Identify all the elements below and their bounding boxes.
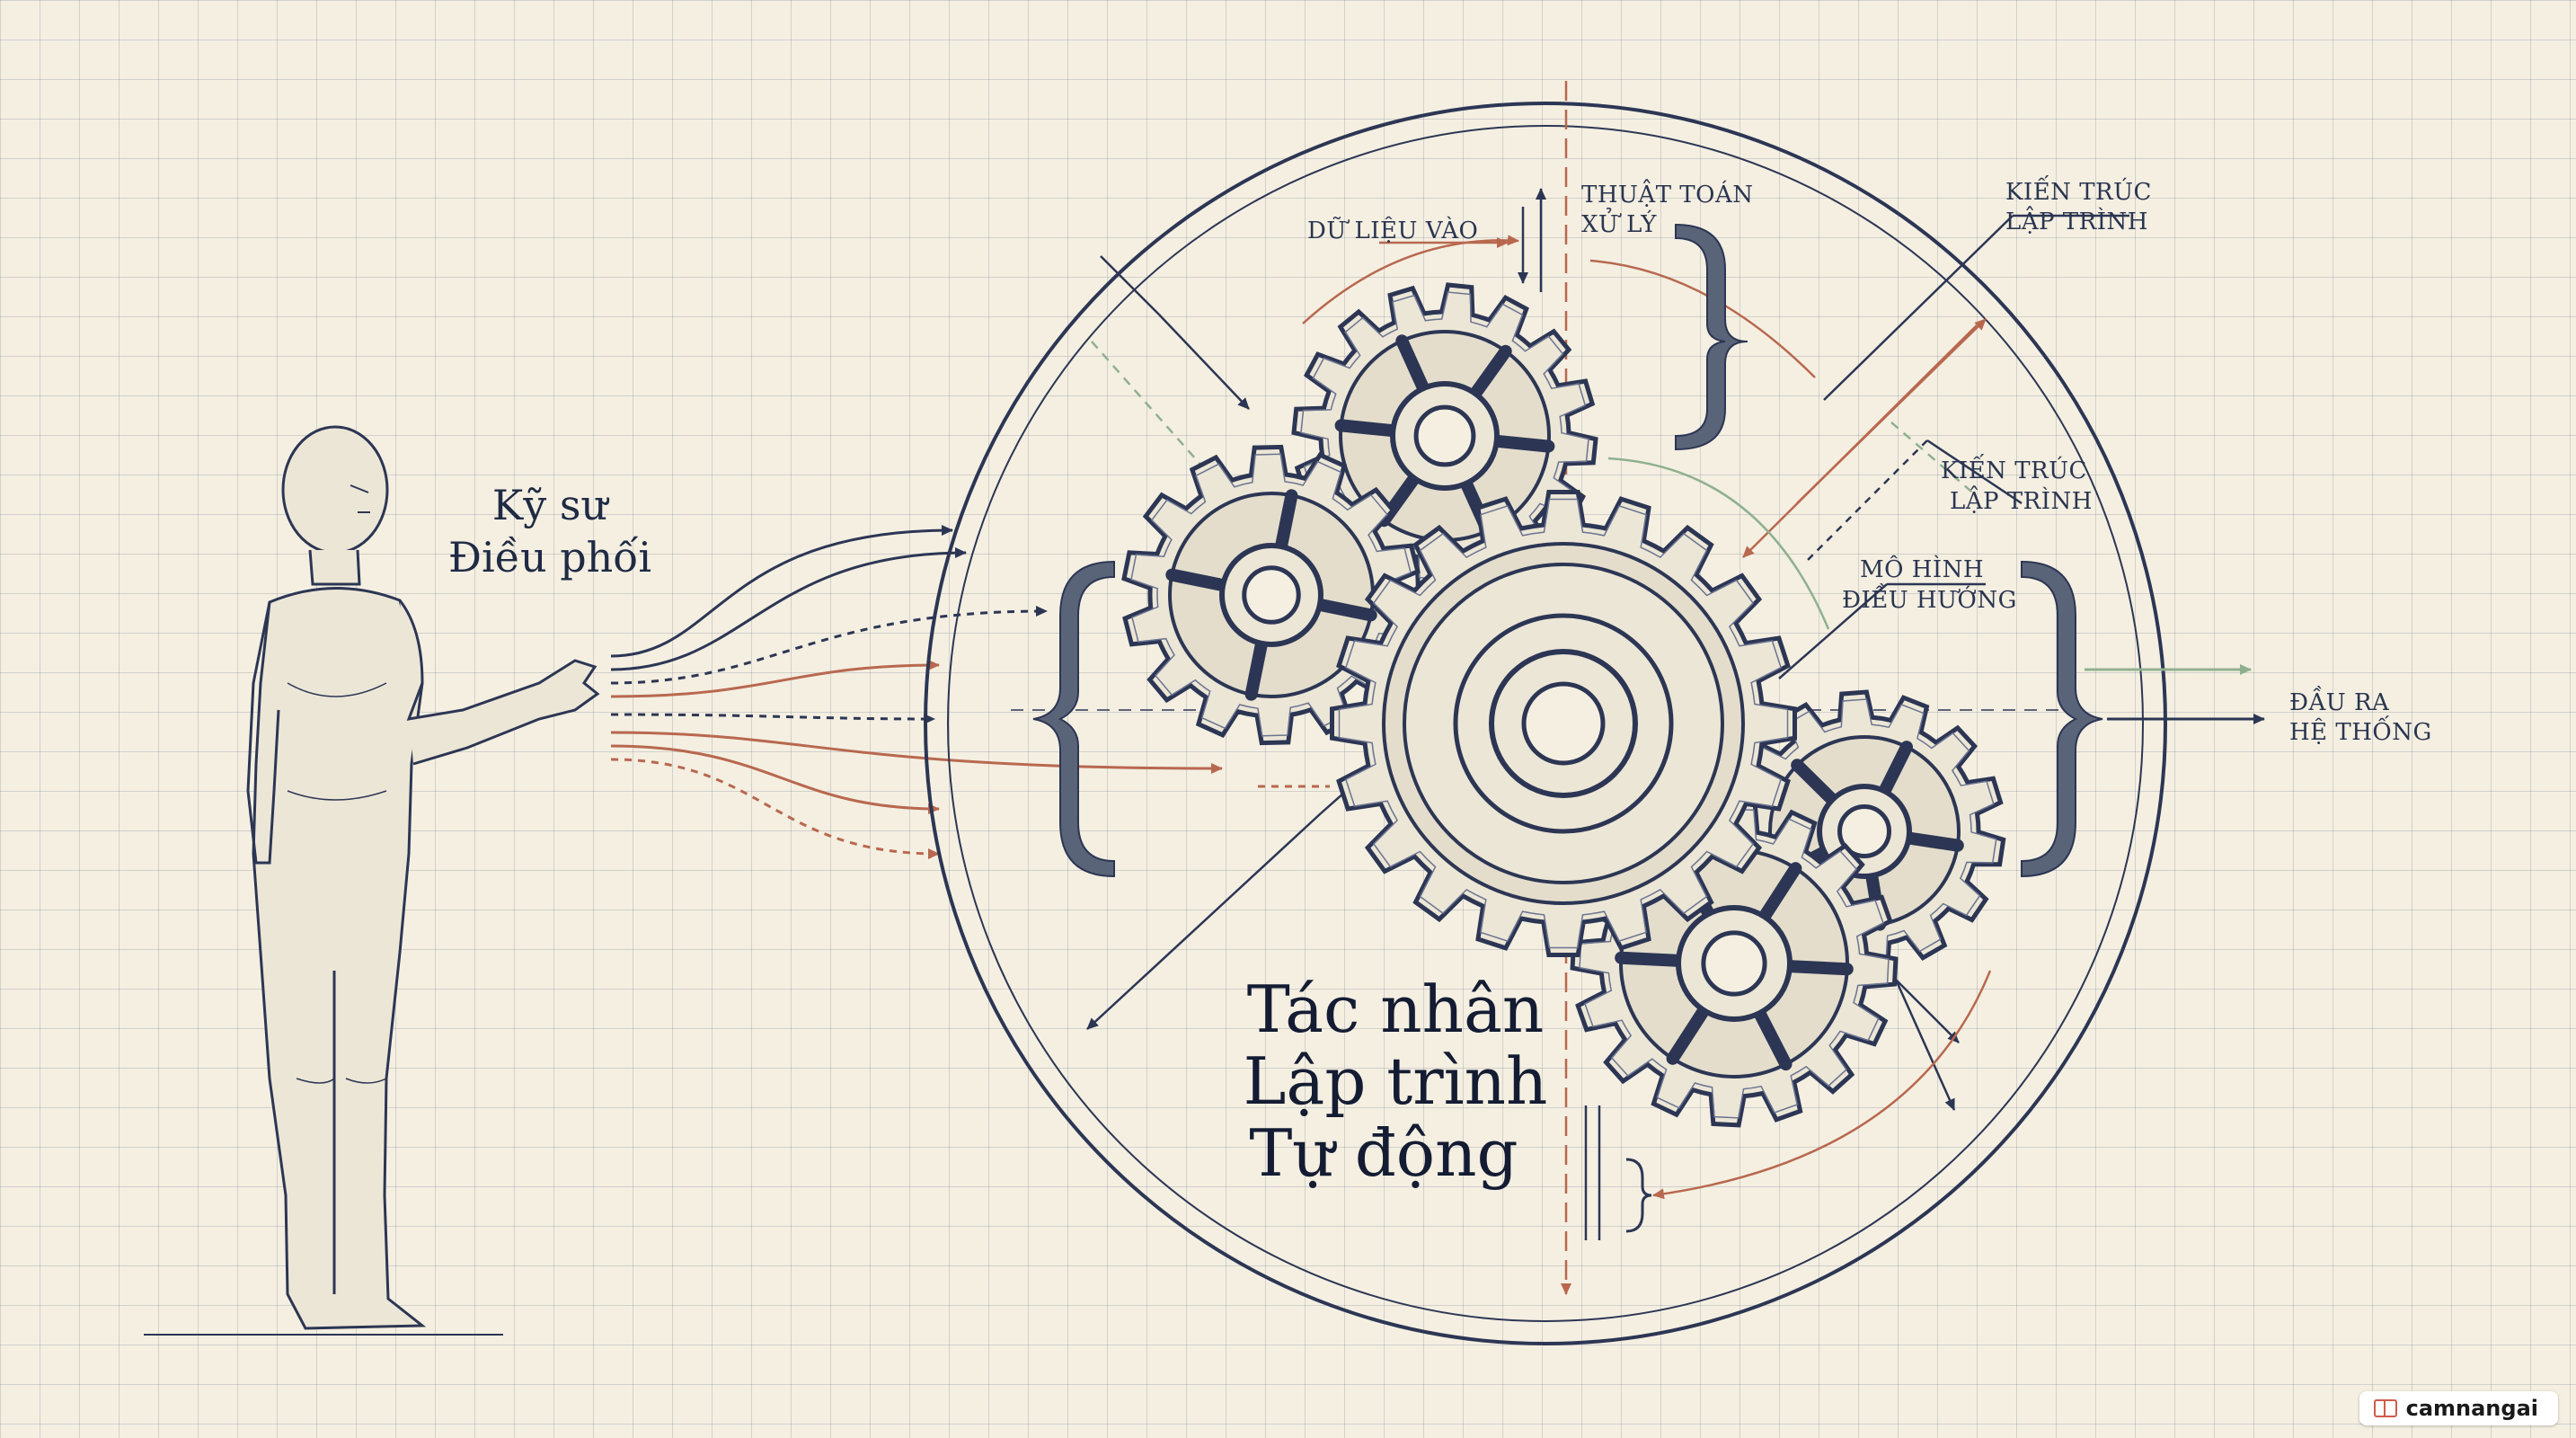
svg-text:HỆ THỐNG: HỆ THỐNG: [2289, 715, 2432, 746]
architecture-top-label: KIẾN TRÚC LẬP TRÌNH: [2005, 175, 2152, 235]
svg-text:MÔ HÌNH: MÔ HÌNH: [1860, 555, 1984, 583]
algorithm-label: THUẬT TOÁN XỬ LÝ: [1581, 179, 1754, 238]
engineer-figure: [144, 425, 600, 1336]
gear-center: [1330, 490, 1797, 957]
svg-text:DỮ LIỆU VÀO: DỮ LIỆU VÀO: [1307, 216, 1478, 244]
svg-text:XỬ LÝ: XỬ LÝ: [1581, 207, 1657, 238]
output-arrows: [2085, 664, 2265, 724]
svg-text:Tự động: Tự động: [1249, 1115, 1518, 1191]
brand-name: camnangai: [2405, 1396, 2538, 1421]
brand-watermark: camnangai: [2359, 1391, 2558, 1425]
agent-title: Tác nhân Lập trình Tự động: [1244, 972, 1548, 1191]
navigation-model-label: MÔ HÌNH ĐIỀU HƯỚNG: [1842, 555, 2017, 614]
brackets: [1032, 223, 2103, 878]
svg-text:Lập trình: Lập trình: [1244, 1043, 1548, 1119]
gear-cluster: [1121, 282, 2006, 1128]
svg-text:Tác nhân: Tác nhân: [1247, 972, 1545, 1047]
svg-text:LẬP TRÌNH: LẬP TRÌNH: [1950, 485, 2093, 515]
svg-text:KIẾN TRÚC: KIẾN TRÚC: [2005, 175, 2152, 206]
svg-text:ĐIỀU HƯỚNG: ĐIỀU HƯỚNG: [1842, 583, 2017, 614]
svg-text:LẬP TRÌNH: LẬP TRÌNH: [2005, 206, 2148, 235]
data-in-label: DỮ LIỆU VÀO: [1307, 216, 1478, 244]
svg-text:THUẬT TOÁN: THUẬT TOÁN: [1581, 179, 1754, 209]
engineer-label: Kỹ sư Điều phối: [448, 481, 651, 581]
output-label: ĐẦU RA HỆ THỐNG: [2289, 686, 2432, 746]
architecture-mid-label: KIẾN TRÚC LẬP TRÌNH: [1941, 454, 2093, 515]
svg-text:Kỹ sư: Kỹ sư: [492, 481, 610, 529]
book-icon: [2373, 1399, 2397, 1417]
annotation-lines: [1086, 188, 2129, 1240]
svg-text:ĐẦU RA: ĐẦU RA: [2289, 686, 2390, 716]
svg-text:KIẾN TRÚC: KIẾN TRÚC: [1941, 454, 2087, 484]
svg-text:Điều phối: Điều phối: [448, 533, 651, 581]
